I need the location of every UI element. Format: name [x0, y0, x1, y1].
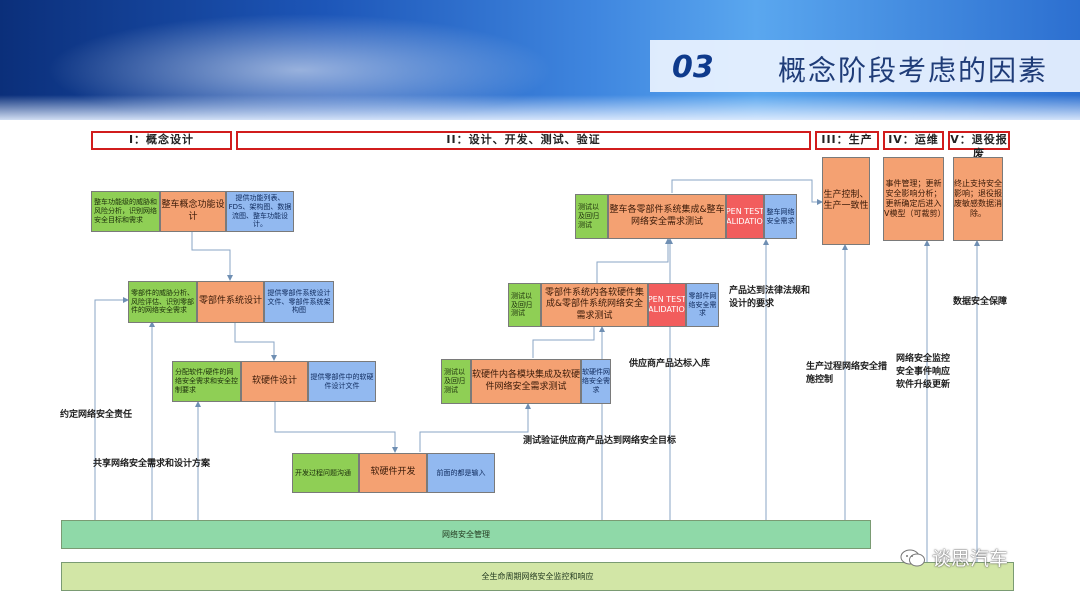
module-regression-box: 测试以及回归测试 [441, 359, 471, 404]
phase-concept: I：概念设计 [91, 131, 232, 150]
page-title: 概念阶段考虑的因素 [778, 54, 1049, 87]
module-integration-test-box: 软硬件内各模块集成及软硬件网络安全需求测试 [471, 359, 581, 404]
phase-production: III：生产 [815, 131, 879, 150]
retirement-box: 终止支持安全影响；退役报废敏感数据消除。 [953, 157, 1003, 241]
concept-tara-box: 整车功能级的威胁和风险分析，识别网络安全目标和需求 [91, 191, 160, 232]
component-requirements-box: 零部件网络安全需求 [686, 283, 719, 327]
label-regulation: 产品达到法律法规和设计的要求 [729, 286, 811, 309]
component-design-box: 零部件系统设计 [197, 281, 264, 323]
section-number: 03 [672, 50, 714, 85]
label-production-measures: 生产过程网络安全措施控制 [806, 362, 888, 385]
banner-band [0, 95, 1080, 120]
label-responsibility: 约定网络安全责任 [60, 410, 133, 420]
module-requirements-box: 软硬件网络安全需求 [581, 359, 611, 404]
title-plate [650, 40, 1080, 92]
swhw-design-box: 软硬件设计 [241, 361, 308, 402]
concept-output-box: 提供功能列表、FDS、架构图、数据流图、整车功能设计。 [226, 191, 294, 232]
watermark-text: 谈思汽车 [932, 548, 1009, 570]
label-share-requirements: 共享网络安全需求和设计方案 [93, 459, 211, 469]
phase-operations: IV：运维 [883, 131, 944, 150]
lifecycle-bar: 全生命周期网络安全监控和响应 [61, 562, 1014, 591]
component-output-box: 提供零部件系统设计文件、零部件系统架构图 [264, 281, 334, 323]
label-supplier-library: 供应商产品达标入库 [629, 359, 711, 369]
vehicle-pen-test-box: PEN TEST VALIDATION [726, 194, 764, 239]
dev-box: 软硬件开发 [359, 453, 427, 493]
vehicle-integration-test-box: 整车各零部件系统集成&整车网络安全需求测试 [608, 194, 726, 239]
label-verify-supplier: 测试验证供应商产品达到网络安全目标 [523, 436, 677, 446]
wechat-icon [900, 549, 925, 566]
concept-design-box: 整车概念功能设计 [160, 191, 226, 232]
component-pen-test-box: PEN TEST VALIDATION [648, 283, 686, 327]
component-integration-test-box: 零部件系统内各软硬件集成&零部件系统网络安全需求测试 [541, 283, 648, 327]
swhw-output-box: 提供零部件中的软硬件设计文件 [308, 361, 376, 402]
production-control-box: 生产控制、生产一致性 [822, 157, 870, 245]
dev-communication-box: 开发过程问题沟通 [292, 453, 359, 493]
operations-event-box: 事件管理；更新安全影响分析；更新确定后进入V模型（可裁剪） [883, 157, 944, 241]
swhw-allocation-box: 分配软件/硬件的网络安全需求和安全控制要求 [172, 361, 241, 402]
phase-retirement: V：退役报废 [948, 131, 1010, 160]
management-bar: 网络安全管理 [61, 520, 871, 549]
label-data-security: 数据安全保障 [953, 297, 1008, 307]
component-regression-box: 测试以及回归测试 [508, 283, 541, 327]
dev-input-box: 前面的都是输入 [427, 453, 495, 493]
phase-design-dev-test: II：设计、开发、测试、验证 [236, 131, 811, 150]
label-ops-monitor: 网络安全监控安全事件响应软件升级更新 [896, 354, 951, 390]
vehicle-requirements-box: 整车网络安全需求 [764, 194, 797, 239]
vehicle-regression-box: 测试以及回归测试 [575, 194, 608, 239]
component-tara-box: 零部件的威胁分析、风险评估、识别零部件的网络安全需求 [128, 281, 197, 323]
watermark: 谈思汽车 [900, 544, 1008, 571]
